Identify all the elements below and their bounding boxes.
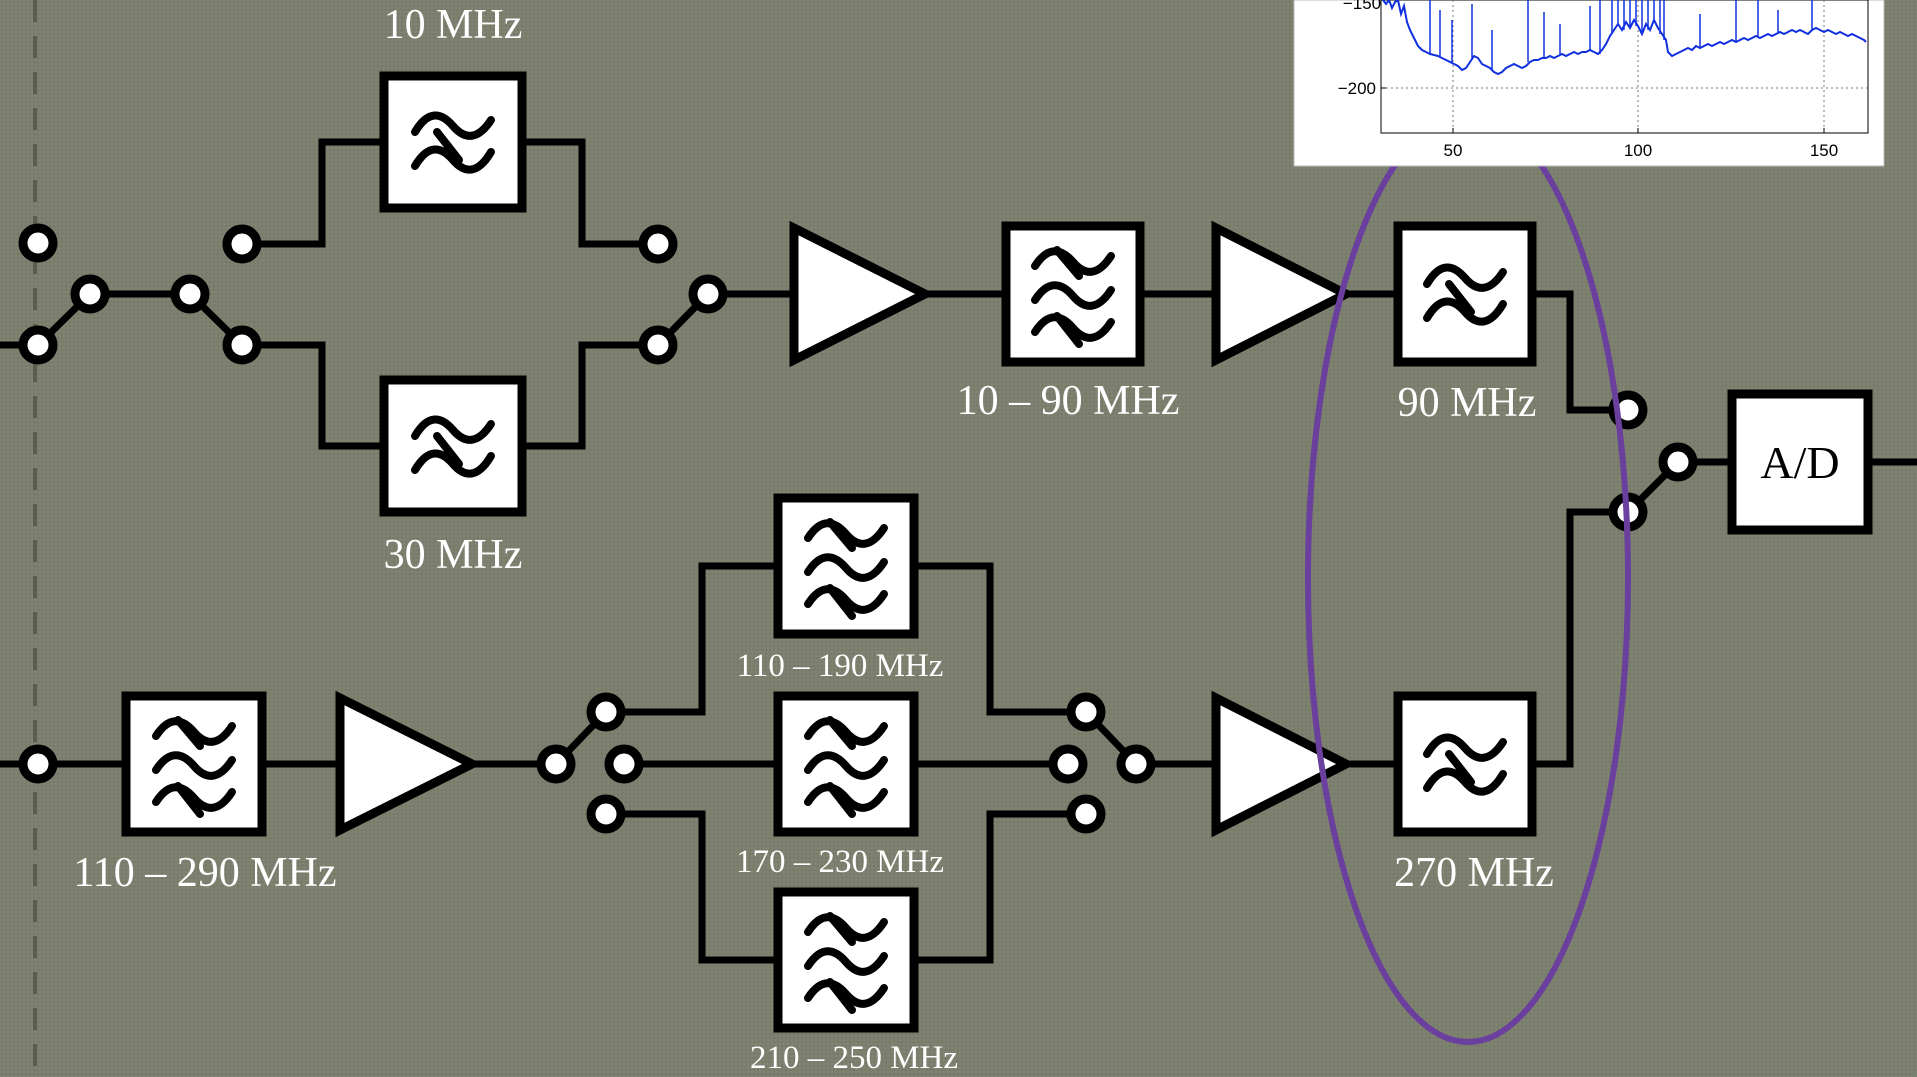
inset-y-tick-label: −200 [1338,79,1376,98]
label-210-250mhz: 210 – 250 MHz [750,1040,958,1076]
lowpass-filter-270mhz [1393,691,1537,837]
label-270mhz: 270 MHz [1394,850,1554,896]
label-110-290mhz: 110 – 290 MHz [73,850,336,896]
spectrum-inset: −150 −200 50 100 150 [1293,0,1885,167]
bandpass-filter-10-90mhz [1001,221,1145,367]
inset-x-tick-label: 100 [1624,141,1652,160]
lowpass-filter-30mhz [379,375,527,517]
inset-x-tick-label: 50 [1444,141,1463,160]
label-10-90mhz: 10 – 90 MHz [957,378,1180,424]
bandpass-filter-170-230mhz [773,691,919,837]
label-110-190mhz: 110 – 190 MHz [737,648,944,684]
amplifier-1 [789,220,936,368]
inset-x-tick-label: 150 [1810,141,1838,160]
spectrum-trace [1382,0,1867,76]
inset-y-tick-clipped: −150 [1343,0,1381,13]
switch-nodes [18,223,1698,834]
spectrum-spikes [1429,0,1813,70]
label-10mhz: 10 MHz [384,2,523,48]
lowpass-filter-90mhz [1393,221,1537,367]
lowpass-filter-10mhz [379,71,527,213]
label-90mhz: 90 MHz [1398,380,1537,426]
bandpass-filter-210-250mhz [773,887,919,1033]
amplifier-2 [1211,220,1356,368]
amplifier-3 [335,690,483,838]
label-170-230mhz: 170 – 230 MHz [736,844,944,880]
adc-box: A/D [1727,389,1873,535]
amplifier-4 [1211,690,1356,838]
bandpass-filter-110-290mhz [121,691,267,837]
label-30mhz: 30 MHz [384,532,523,578]
bandpass-filter-110-190mhz [773,493,919,639]
adc-label: A/D [1760,437,1839,488]
